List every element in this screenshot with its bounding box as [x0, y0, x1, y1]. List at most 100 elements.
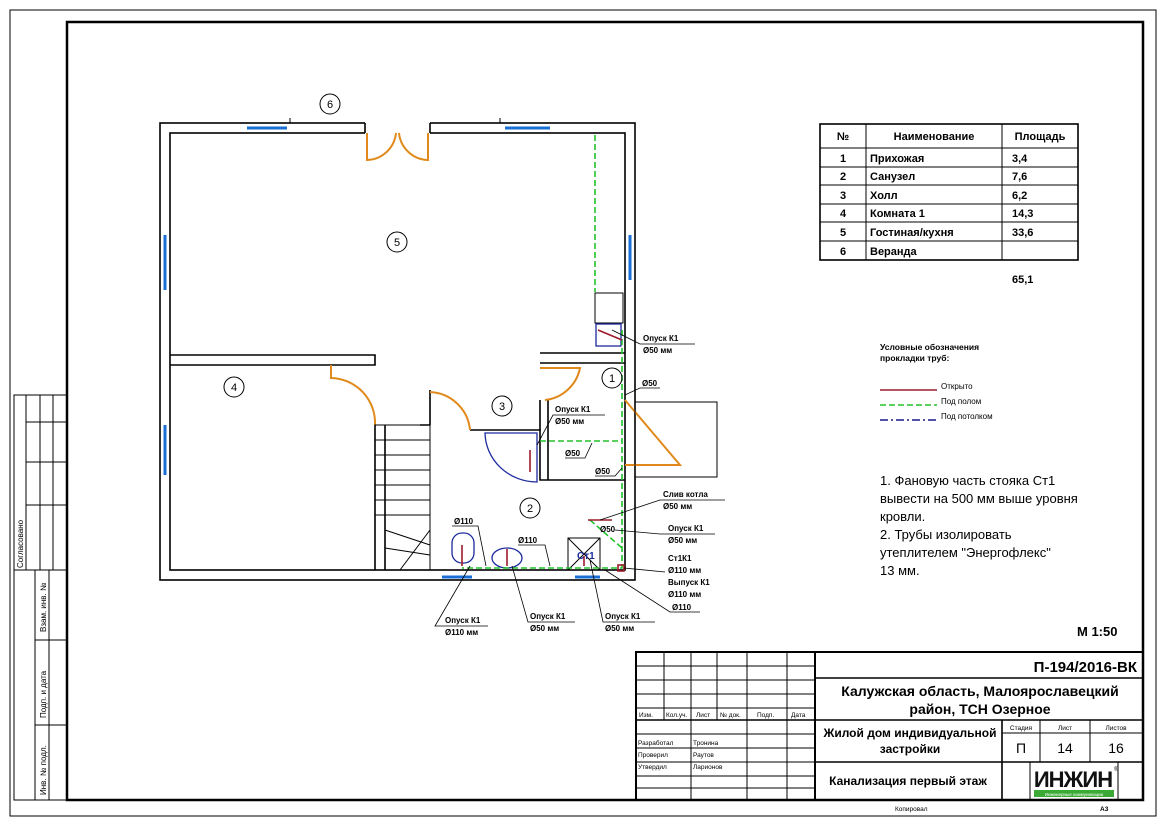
room-table: № Наименование Площадь 1 Прихожая 3,4 2 …	[819, 123, 1079, 286]
pipe-label: Опуск К1	[605, 612, 641, 621]
door-entrance	[624, 399, 683, 466]
pipe-legend: Условные обозначения прокладки труб: Отк…	[880, 342, 993, 421]
pipe-label: Опуск К1	[668, 524, 704, 533]
document-code: П-194/2016-ВК	[1034, 659, 1138, 676]
col-header: Подп.	[757, 712, 774, 719]
room-number: 6	[327, 99, 333, 111]
scale-label: М 1:50	[1077, 624, 1117, 639]
inv-orig-label: Инв. № подл.	[39, 745, 48, 795]
stage-label: Стадия	[1010, 725, 1033, 732]
registered-mark: ®	[1114, 766, 1119, 773]
table-cell: 3	[840, 190, 846, 202]
table-cell: Веранда	[870, 246, 918, 258]
table-cell: 1	[840, 153, 846, 165]
table-cell: Холл	[870, 190, 898, 202]
sheet-value: 14	[1057, 740, 1073, 756]
signer-name: Раутов	[693, 752, 714, 759]
col-header: Кол.уч.	[666, 712, 687, 719]
table-cell: 6,2	[1012, 190, 1027, 202]
table-cell: 6	[840, 246, 846, 258]
pipe-label: Ø50 мм	[668, 536, 697, 545]
porch	[634, 401, 718, 478]
company-logo: ИНЖИН Инженерные коммуникации ®	[1034, 766, 1119, 797]
table-cell: Прихожая	[870, 153, 924, 165]
legend-item: Под полом	[941, 397, 981, 406]
note-line: 1. Фановую часть стояка Ст1	[880, 473, 1055, 488]
table-cell: 2	[840, 171, 846, 183]
kitchen-sink	[595, 323, 622, 347]
col-header: Дата	[791, 712, 806, 719]
room-number: 4	[231, 382, 237, 394]
pipe-label: Ø50	[565, 449, 581, 458]
legend-item: Под потолком	[941, 412, 993, 421]
col-header: Изм.	[639, 712, 653, 719]
pipe-label: Опуск К1	[643, 334, 679, 343]
table-cell: Гостиная/кухня	[870, 227, 954, 239]
pipe-label: Ø50	[642, 379, 658, 388]
note-line: 13 мм.	[880, 563, 920, 578]
stage-value: П	[1016, 740, 1026, 756]
side-stamp: Согласовано Взам. инв. № Подп. и дата Ин…	[13, 394, 68, 801]
drawing-title: Канализация первый этаж	[829, 774, 987, 788]
note-line: 2. Трубы изолировать	[880, 527, 1012, 542]
pipe-label: Ст1К1	[668, 554, 692, 563]
pipe-label: Ø110	[518, 536, 538, 545]
pipe-label: Ø110	[454, 517, 474, 526]
note-line: кровли.	[880, 509, 925, 524]
title-block: Изм. Кол.уч. Лист № док. Подп. Дата Разр…	[635, 651, 1144, 813]
sheets-value: 16	[1108, 740, 1124, 756]
pipe-label: Ø50	[595, 467, 611, 476]
pipes-under-floor	[462, 135, 623, 569]
sheet-label: Лист	[1058, 725, 1072, 732]
door-room4	[330, 365, 377, 426]
sign-date-label: Подп. и дата	[39, 670, 48, 718]
note-line: вывести на 500 мм выше уровня	[880, 491, 1078, 506]
address-line: район, ТСН Озерное	[909, 701, 1050, 717]
table-header: №	[837, 131, 849, 143]
notes: 1. Фановую часть стояка Ст1 вывести на 5…	[880, 473, 1078, 578]
toilet	[451, 532, 475, 564]
copied-label: Копировал	[895, 806, 928, 813]
col-header: Лист	[696, 712, 710, 719]
project-name: застройки	[880, 742, 940, 756]
signer-role: Утвердил	[638, 764, 667, 771]
format-label: А3	[1100, 806, 1109, 813]
room-number: 1	[609, 373, 615, 385]
pipe-label: Ø50 мм	[643, 346, 672, 355]
sheets-label: Листов	[1105, 725, 1127, 732]
signer-role: Проверил	[638, 752, 668, 759]
table-header: Наименование	[894, 131, 975, 143]
floor-drain	[567, 537, 601, 571]
inner-wall-face	[169, 132, 626, 571]
pipe-label: Ø50	[600, 525, 616, 534]
pipe-label: Ø110 мм	[668, 566, 701, 575]
table-total: 65,1	[1012, 274, 1033, 286]
note-line: утеплителем "Энергофлекс"	[880, 545, 1051, 560]
logo-text: ИНЖИН	[1034, 767, 1112, 792]
signer-role: Разработал	[638, 739, 674, 747]
table-cell: 4	[840, 208, 847, 220]
legend-item: Открыто	[941, 382, 973, 391]
room-markers: 1 2 3 4 5 6	[223, 93, 623, 519]
kitchen-cabinet	[594, 292, 624, 324]
legend-title: прокладки труб:	[880, 353, 949, 363]
logo-subtitle: Инженерные коммуникации	[1045, 792, 1104, 797]
floor-plan: 1 2 3 4 5 6 Опуск К1 Ø50 мм Ø50 Опуск К1…	[159, 93, 725, 637]
pipe-label: Опуск К1	[445, 616, 481, 625]
pipe-label: Ø50 мм	[555, 417, 584, 426]
table-cell: 3,4	[1012, 153, 1028, 165]
table-cell: 14,3	[1012, 208, 1033, 220]
staircase	[374, 424, 431, 571]
door-veranda-left	[366, 132, 397, 162]
outer-wall	[159, 122, 636, 581]
pipe-label: Опуск К1	[555, 405, 591, 414]
riser-mark: Ст1	[577, 551, 595, 562]
pipe-label: Ø110 мм	[445, 628, 478, 637]
col-header: № док.	[720, 712, 741, 719]
door-hall	[429, 391, 471, 431]
door-veranda-right	[398, 132, 429, 162]
pipe-label: Выпуск К1	[668, 578, 710, 587]
pipe-label: Опуск К1	[530, 612, 566, 621]
pipe-label: Ø50 мм	[605, 624, 634, 633]
